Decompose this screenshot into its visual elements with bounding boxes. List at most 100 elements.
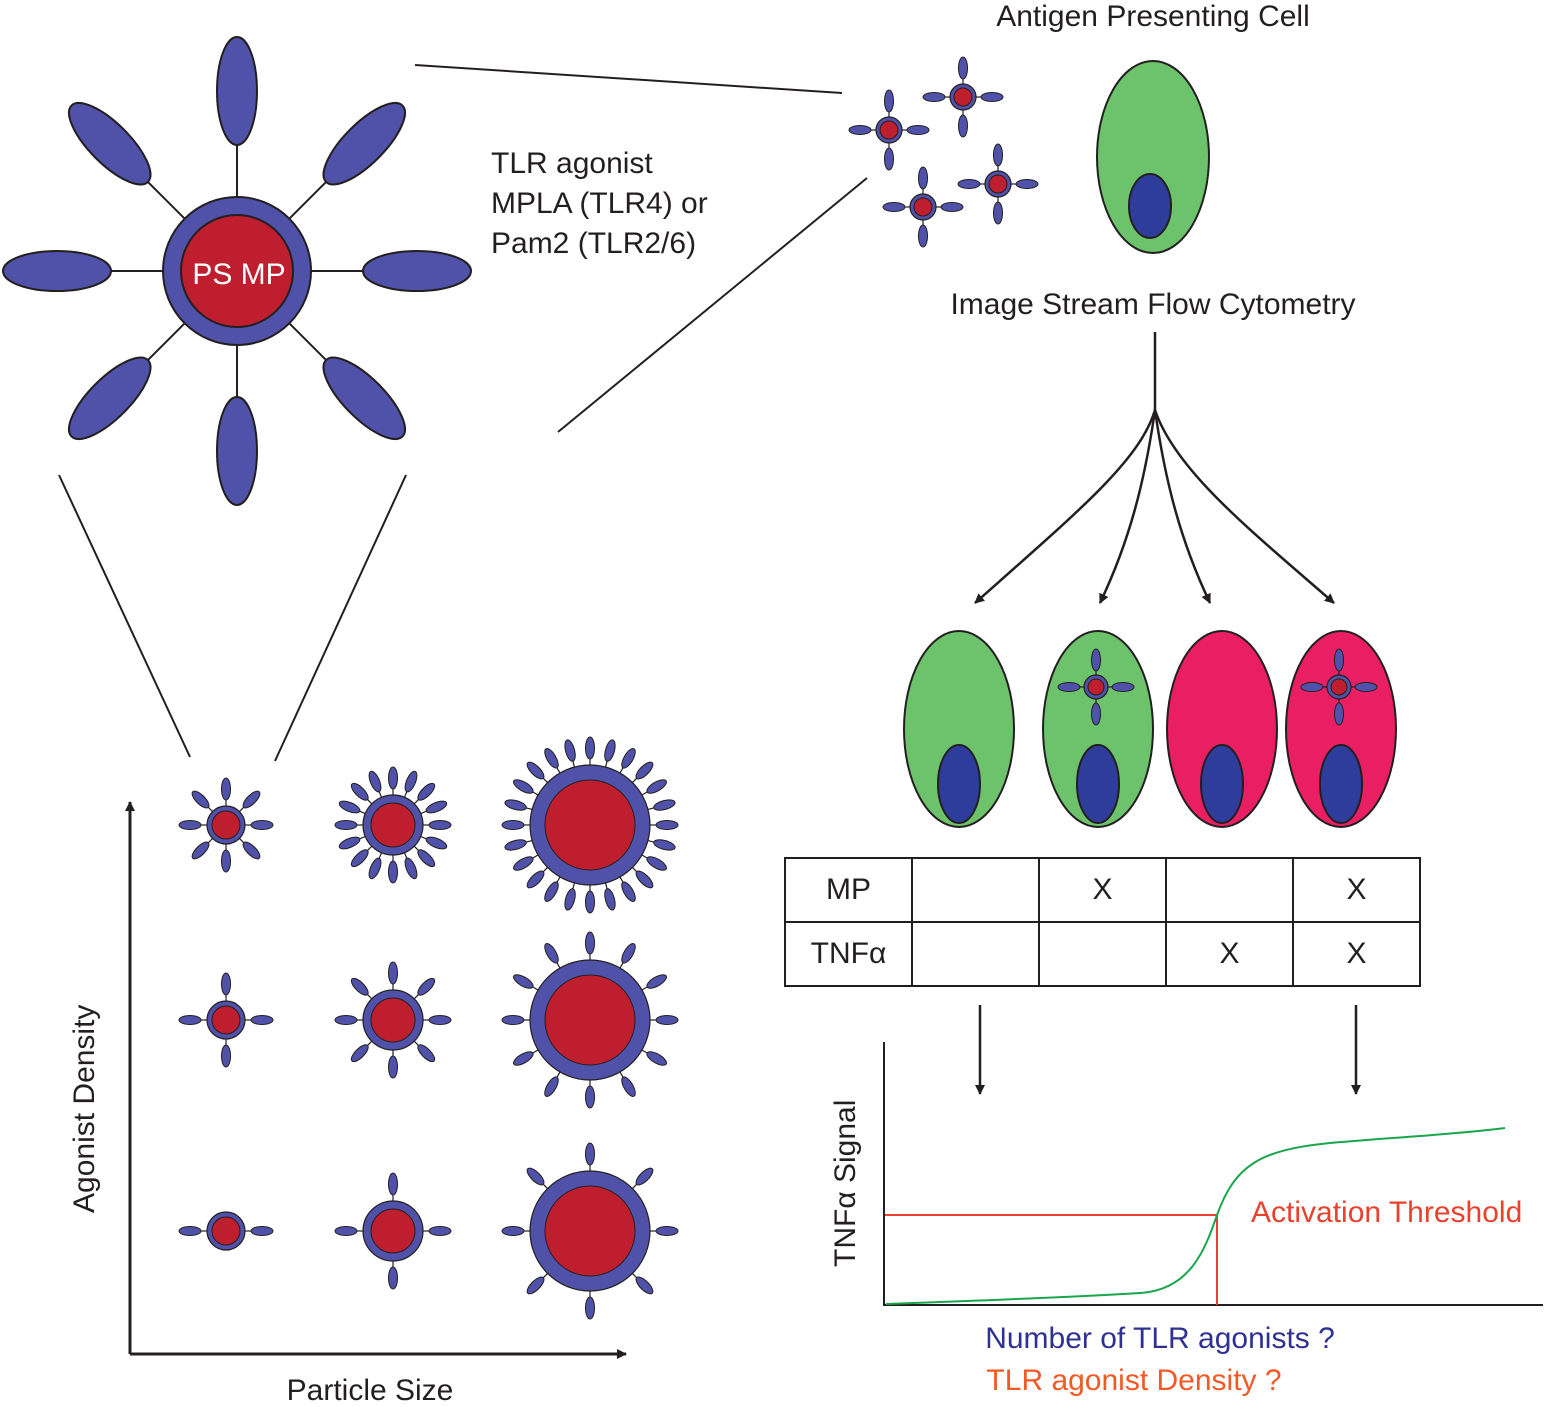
tlr-agonist-ligand bbox=[585, 890, 595, 914]
cell-nucleus bbox=[1076, 744, 1120, 824]
ligand-stalk bbox=[147, 322, 186, 361]
tlr-agonist-ligand bbox=[513, 1051, 534, 1066]
tlr-agonist-ligand bbox=[958, 56, 968, 80]
tlr-agonist-ligand bbox=[993, 201, 1003, 225]
tlr-agonist-ligand bbox=[322, 356, 406, 440]
tlr-agonist-ligand bbox=[526, 1167, 545, 1186]
tlr-agonist-ligand bbox=[564, 888, 576, 911]
tlr-agonist-ligand bbox=[221, 1044, 231, 1068]
ligand-stalk bbox=[413, 1040, 419, 1046]
grid-microparticle bbox=[178, 972, 274, 1068]
number-of-agonists-label: Number of TLR agonists ? bbox=[985, 1322, 1335, 1355]
small-microparticle bbox=[957, 143, 1039, 225]
ligand-stalk bbox=[632, 867, 638, 873]
tlr-agonist-ligand bbox=[940, 202, 964, 212]
ligand-stalk bbox=[239, 838, 245, 844]
tlr-agonist-ligand bbox=[884, 89, 894, 113]
tlr-agonist-ligand bbox=[1057, 682, 1081, 692]
tlr-agonist-ligand bbox=[388, 1266, 398, 1290]
tlr-agonist-ligand bbox=[513, 856, 534, 871]
tlr-agonist-ligand bbox=[68, 356, 152, 440]
tlr-agonist-ligand bbox=[388, 1055, 398, 1079]
tlr-agonist-ligand bbox=[635, 761, 654, 780]
particle-core bbox=[988, 174, 1008, 194]
result-cells bbox=[903, 630, 1397, 828]
tlr-agonist-ligand bbox=[334, 1226, 358, 1236]
ligand-stalk bbox=[403, 852, 408, 859]
particle-core bbox=[180, 214, 294, 328]
tlr-agonist-ligand bbox=[635, 1167, 654, 1186]
particle-core bbox=[370, 997, 416, 1043]
ligand-stalk bbox=[207, 838, 213, 844]
tlr-agonist-ligand bbox=[918, 224, 928, 248]
tlr-agonist-ligand bbox=[544, 1076, 559, 1097]
particle-core bbox=[370, 802, 416, 848]
tlr-agonist-ligand bbox=[1091, 648, 1101, 672]
table-cell: X bbox=[1292, 857, 1421, 923]
tlr-agonist-ligand bbox=[350, 849, 369, 868]
particle-core bbox=[211, 810, 241, 840]
tlr-agonist-ligand bbox=[191, 841, 210, 860]
tlr-agonist-ligand bbox=[906, 125, 930, 135]
tlr-agonist-ligand bbox=[604, 888, 616, 911]
ligand-stalk bbox=[604, 761, 608, 768]
tlr-agonist-ligand bbox=[178, 1015, 202, 1025]
tlr-agonist-ligand bbox=[221, 972, 231, 996]
ligand-stalk bbox=[532, 1049, 539, 1054]
tlr-agonist-ligand bbox=[544, 881, 559, 902]
ligand-stalk bbox=[556, 1071, 561, 1078]
tlr-agonist-ligand bbox=[882, 202, 906, 212]
zoom-lines bbox=[58, 64, 868, 762]
image-stream-label: Image Stream Flow Cytometry bbox=[950, 288, 1356, 321]
tlr-agonist-ligand bbox=[191, 790, 210, 809]
tlr-agonist-ligand bbox=[242, 790, 261, 809]
ligand-stalk bbox=[359, 810, 366, 815]
tlr-agonist-ligand bbox=[621, 1076, 636, 1097]
tlr-agonist-ligand bbox=[350, 977, 369, 996]
grid-microparticle bbox=[501, 931, 679, 1109]
cell-nucleus bbox=[1319, 744, 1363, 824]
table-cell: X bbox=[1038, 857, 1167, 923]
ligand-stalk bbox=[572, 882, 576, 889]
cell-body bbox=[1166, 630, 1278, 828]
small-particles-cluster bbox=[848, 56, 1039, 248]
tlr-agonist-ligand bbox=[362, 250, 472, 292]
tlr-agonist-ligand bbox=[350, 782, 369, 801]
tlr-agonist-ligand bbox=[604, 739, 616, 762]
tlr-agonist-ligand bbox=[368, 770, 382, 793]
result-cell bbox=[1166, 630, 1278, 828]
ligand-stalk bbox=[542, 1273, 548, 1279]
tlr-agonist-ligand bbox=[501, 820, 525, 830]
tlr-agonist-ligand bbox=[544, 748, 559, 769]
ligand-stalk bbox=[207, 806, 213, 812]
grid-microparticle bbox=[501, 1142, 679, 1320]
particle-core bbox=[211, 1005, 241, 1035]
agonist-density-axis-label: Agonist Density bbox=[68, 1004, 101, 1213]
ligand-stalk bbox=[413, 799, 419, 805]
antigen-presenting-cell bbox=[1096, 60, 1210, 254]
result-cell bbox=[903, 630, 1015, 828]
tlr-agonist-ligand bbox=[1300, 682, 1324, 692]
tlr-agonist-ligand bbox=[653, 799, 676, 811]
tlr-agonist-ligand bbox=[585, 1142, 595, 1166]
tlr-agonist-ligand bbox=[958, 114, 968, 138]
tlr-agonist-ligand bbox=[513, 974, 534, 989]
tlr-agonist-ligand bbox=[621, 943, 636, 964]
ligand-stalk bbox=[619, 767, 624, 774]
tlr-agonist-ligand bbox=[585, 1085, 595, 1109]
ligand-stalk bbox=[532, 791, 539, 796]
tlr-agonist-ligand bbox=[513, 779, 534, 794]
ligand-stalk bbox=[647, 807, 654, 811]
tlr-agonist-ligand bbox=[68, 102, 152, 186]
cytometry-branch-arrows bbox=[974, 332, 1335, 604]
tlr-agonist-ligand bbox=[1354, 682, 1378, 692]
ligand-stalk bbox=[378, 852, 383, 859]
tlr-agonist-ligand bbox=[425, 836, 448, 850]
tlr-agonist-ligand bbox=[655, 1226, 679, 1236]
tlr-agonist-ligand bbox=[388, 1172, 398, 1196]
tlr-agonist-ligand bbox=[635, 870, 654, 889]
ligand-stalk bbox=[619, 1071, 624, 1078]
tnf-response-chart bbox=[883, 1042, 1543, 1306]
tlr-agonist-ligand bbox=[646, 779, 667, 794]
tlr-agonist-ligand bbox=[221, 849, 231, 873]
